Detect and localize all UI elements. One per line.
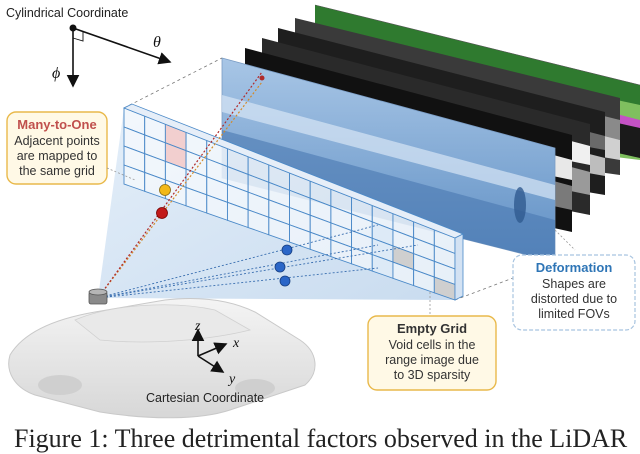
range-image-stack	[221, 4, 640, 263]
deformation-line-1: Shapes are	[542, 277, 606, 291]
cylindrical-axes	[66, 24, 172, 88]
deformation-box	[512, 254, 636, 331]
many-to-one-title: Many-to-One	[17, 117, 96, 132]
many-to-one-line-1: Adjacent points	[14, 134, 99, 148]
axis-z-label: z	[194, 319, 201, 334]
empty-grid-rays	[97, 224, 419, 299]
point-yellow	[159, 184, 171, 196]
grid-side-edge	[454, 233, 464, 301]
axis-y-label: y	[227, 372, 236, 387]
cylindrical-coordinate-label: Cylindrical Coordinate	[6, 6, 128, 20]
phi-symbol: ϕ	[52, 65, 60, 82]
many-to-one-line-2: are mapped to	[17, 149, 98, 163]
empty-grid-line-3: to 3D sparsity	[394, 368, 471, 382]
deformation-title: Deformation	[536, 260, 613, 275]
theta-symbol: θ	[153, 34, 161, 51]
point-blue-2	[274, 261, 286, 273]
deformation-callout: Deformation Shapes are distorted due to …	[512, 229, 636, 331]
deformation-line-2: distorted due to	[531, 292, 617, 306]
empty-grid-points	[274, 244, 293, 287]
projection-lines	[123, 57, 556, 301]
empty-grid-line-1: Void cells in the	[389, 338, 476, 352]
point-blue-1	[281, 244, 293, 256]
point-blue-3	[279, 275, 291, 287]
empty-grid-box	[367, 315, 497, 391]
many-to-one-rays	[97, 71, 265, 299]
axis-x-label: x	[232, 336, 240, 351]
many-to-one-callout: Many-to-One Adjacent points are mapped t…	[6, 111, 136, 185]
many-to-one-box	[6, 111, 108, 185]
empty-grid-line-2: range image due	[385, 353, 479, 367]
cartesian-coordinate-label: Cartesian Coordinate	[146, 391, 264, 405]
car-illustration	[8, 288, 316, 419]
point-red	[156, 207, 168, 219]
rgb-range-image	[221, 57, 556, 263]
figure-caption: Figure 1: Three detrimental factors obse…	[14, 424, 628, 453]
range-image-grid	[123, 103, 464, 301]
point-red-far	[259, 75, 265, 81]
many-to-one-line-3: the same grid	[19, 164, 95, 178]
cartesian-axes	[191, 328, 228, 373]
deformation-line-3: limited FOVs	[538, 307, 610, 321]
empty-grid-callout: Empty Grid Void cells in the range image…	[367, 292, 497, 391]
empty-grid-title: Empty Grid	[397, 321, 467, 336]
